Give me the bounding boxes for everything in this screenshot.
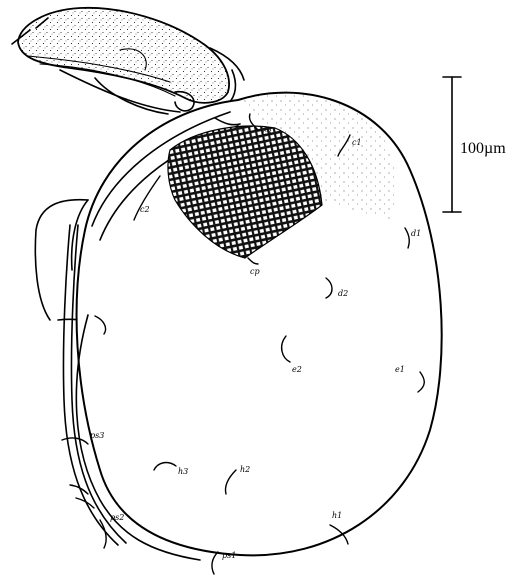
seta-label-h3: h3 xyxy=(178,467,188,476)
seta-label-ps2: ps2 xyxy=(110,513,124,522)
seta-label-d2: d2 xyxy=(338,289,348,298)
seta-ps1-stroke xyxy=(212,552,218,574)
seta-label-h1: h1 xyxy=(332,511,342,520)
seta-label-c3: c3 xyxy=(262,128,272,137)
scale-bar-label: 100µm xyxy=(460,140,506,157)
seta-label-ps3: ps3 xyxy=(90,431,104,440)
seta-label-cp: cp xyxy=(250,267,260,276)
scale-bar: 100µm xyxy=(443,77,506,212)
seta-label-c1: c1 xyxy=(352,138,362,147)
seta-label-ps1: ps1 xyxy=(222,551,236,560)
seta-label-h2: h2 xyxy=(240,465,250,474)
seta-label-e2: e2 xyxy=(292,365,302,374)
seta-label-d1: d1 xyxy=(411,229,421,238)
seta-label-c2: c2 xyxy=(140,205,150,214)
prodorsum xyxy=(12,8,244,114)
seta-ps2-stroke xyxy=(100,520,106,548)
seta-label-e1: e1 xyxy=(395,365,405,374)
